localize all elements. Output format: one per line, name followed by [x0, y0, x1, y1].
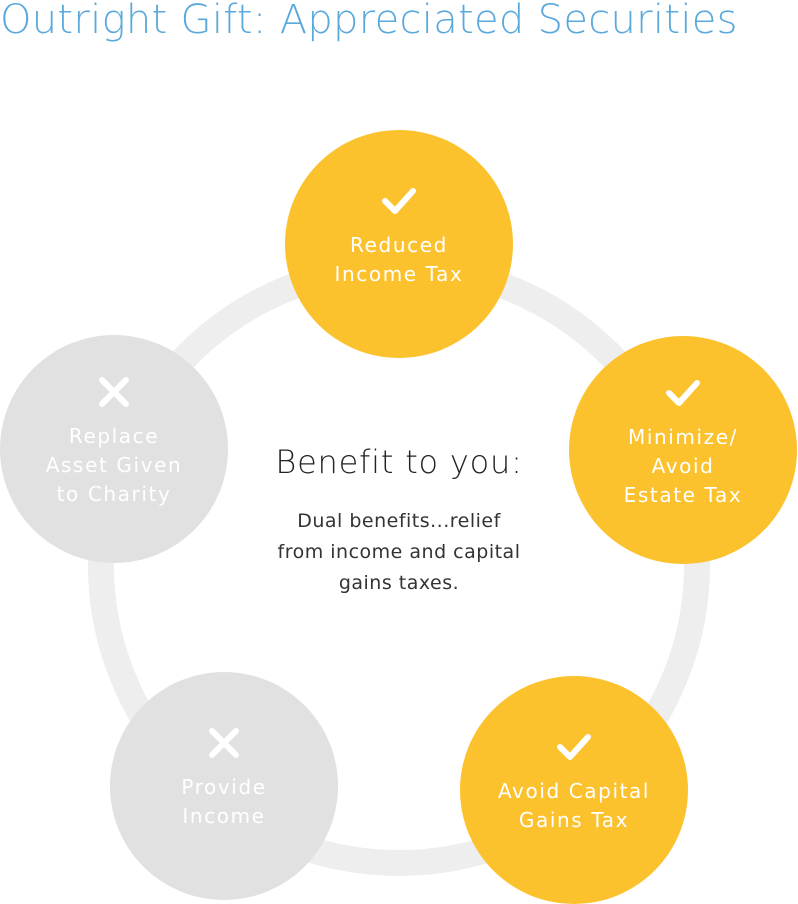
close-icon — [209, 728, 239, 758]
benefit-label: Replace Asset Given to Charity — [45, 423, 183, 506]
check-icon — [557, 734, 591, 760]
check-icon — [666, 379, 700, 406]
center-body: Dual benefits...relief from income and c… — [277, 510, 521, 594]
benefit-label: Avoid Capital Gains Tax — [497, 779, 651, 832]
center-heading: Benefit to you: — [275, 443, 523, 481]
benefit-label: Reduced Income Tax — [334, 233, 464, 286]
check-icon — [382, 188, 416, 214]
benefit-label: Provide Income — [181, 775, 267, 828]
benefit-avoid-capital-gains-tax: Avoid Capital Gains Tax — [460, 676, 688, 904]
benefit-reduced-income-tax: Reduced Income Tax — [285, 130, 513, 358]
center-summary: Benefit to you: Dual benefits...relief f… — [240, 440, 558, 599]
benefit-replace-asset: Replace Asset Given to Charity — [0, 335, 228, 563]
benefit-provide-income: Provide Income — [110, 672, 338, 900]
benefit-minimize-estate-tax: Minimize/ Avoid Estate Tax — [569, 336, 797, 564]
page-title: Outright Gift: Appreciated Securities — [0, 0, 738, 43]
close-icon — [99, 376, 129, 407]
benefit-label: Minimize/ Avoid Estate Tax — [623, 424, 743, 507]
